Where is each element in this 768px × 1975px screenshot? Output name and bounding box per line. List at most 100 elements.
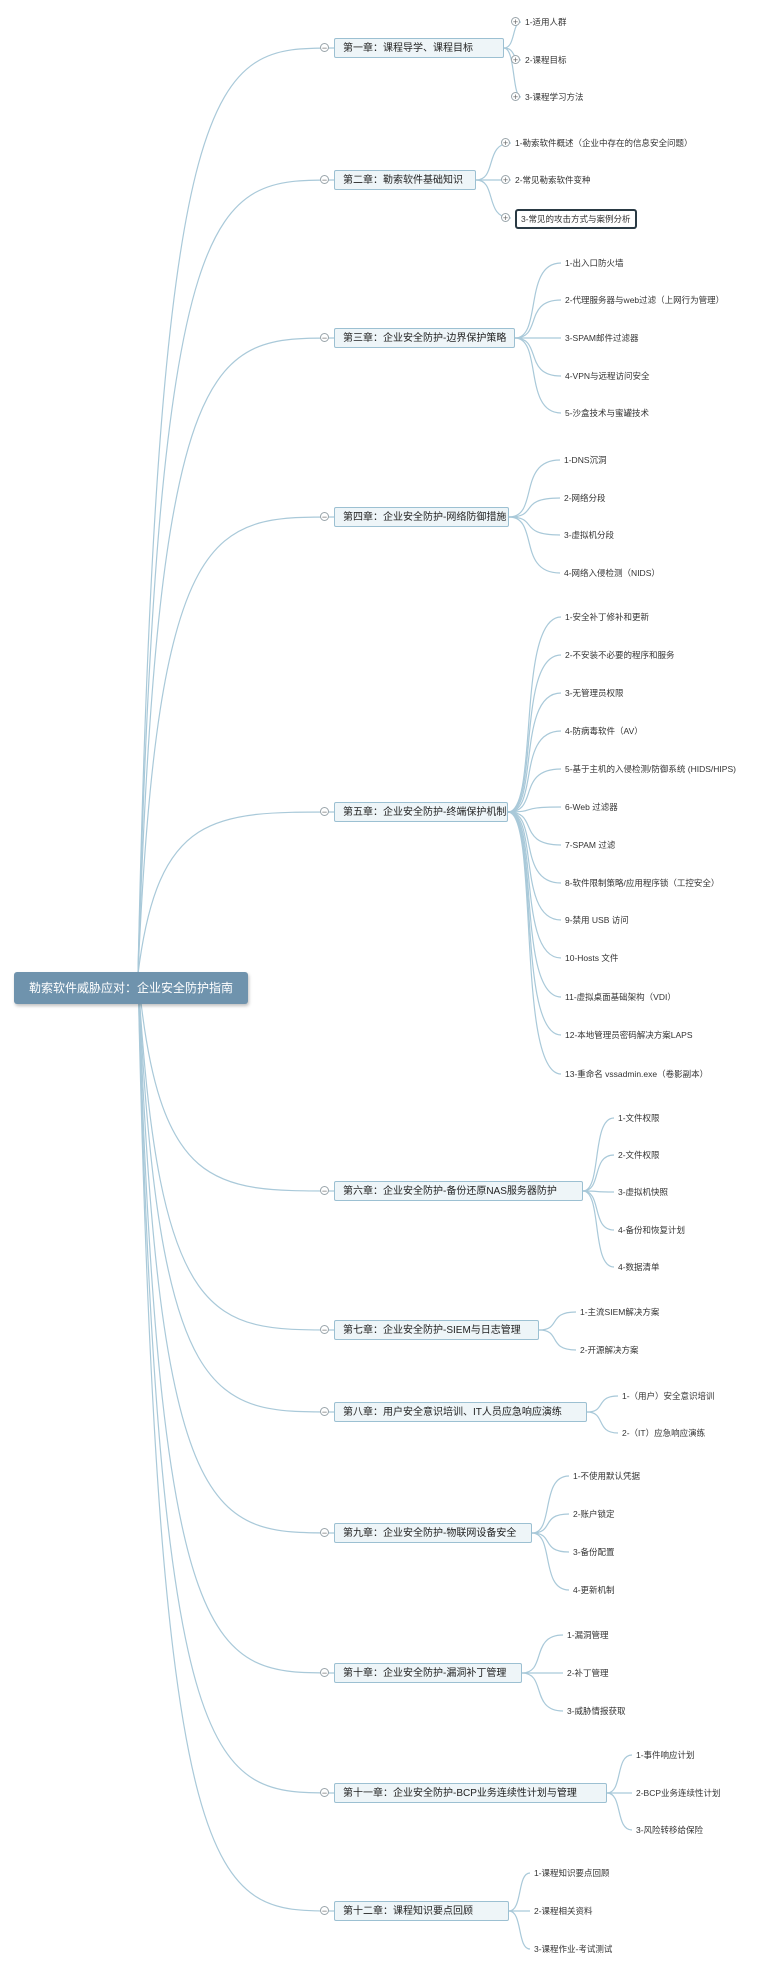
collapse-toggle-icon[interactable]: − xyxy=(320,175,329,185)
chapter-topic[interactable]: 第五章：企业安全防护-终端保护机制 xyxy=(334,802,508,822)
chapter-connector xyxy=(137,47,335,975)
chapter-connector xyxy=(137,973,335,1331)
item-connector xyxy=(508,516,561,536)
collapse-toggle-icon[interactable]: − xyxy=(320,43,329,53)
subtopic-item[interactable]: 2-网络分段 xyxy=(564,493,606,503)
collapse-toggle-icon[interactable]: − xyxy=(320,1906,329,1916)
chapter-topic[interactable]: 第三章：企业安全防护-边界保护策略 xyxy=(334,328,515,348)
chapter-topic[interactable]: 第六章：企业安全防护-备份还原NAS服务器防护 xyxy=(334,1181,583,1201)
subtopic-item[interactable]: 13-重命名 vssadmin.exe（卷影副本） xyxy=(565,1069,709,1079)
item-connector xyxy=(531,1532,570,1553)
chapter-topic[interactable]: 第一章：课程导学、课程目标 xyxy=(334,38,504,58)
subtopic-item[interactable]: 3-无管理员权限 xyxy=(565,688,624,698)
subtopic-item[interactable]: 1-勒索软件概述（企业中存在的信息安全问题） xyxy=(515,138,693,148)
subtopic-item[interactable]: 1-不使用默认凭据 xyxy=(573,1471,641,1481)
subtopic-item[interactable]: 3-风险转移给保险 xyxy=(636,1825,704,1835)
subtopic-item[interactable]: 1-事件响应计划 xyxy=(636,1750,695,1760)
subtopic-item[interactable]: 2-（IT）应急响应演练 xyxy=(622,1428,706,1438)
item-connector xyxy=(582,1190,615,1193)
subtopic-item[interactable]: 3-虚拟机快照 xyxy=(618,1187,669,1197)
collapse-toggle-icon[interactable]: − xyxy=(320,512,329,522)
chapter-topic[interactable]: 第九章：企业安全防护-物联网设备安全 xyxy=(334,1523,532,1543)
subtopic-item[interactable]: 3-备份配置 xyxy=(573,1547,615,1557)
subtopic-item[interactable]: 6-Web 过滤器 xyxy=(565,802,618,812)
subtopic-item[interactable]: 1-（用户）安全意识培训 xyxy=(622,1391,715,1401)
item-connector xyxy=(507,768,562,813)
subtopic-item[interactable]: 1-课程知识要点回顾 xyxy=(534,1868,610,1878)
subtopic-item[interactable]: 12-本地管理员密码解决方案LAPS xyxy=(565,1030,693,1040)
expand-toggle-icon[interactable]: + xyxy=(501,213,510,223)
item-connector xyxy=(582,1117,615,1192)
item-connector xyxy=(531,1532,570,1591)
expand-toggle-icon[interactable]: + xyxy=(501,138,510,148)
item-connector xyxy=(582,1190,615,1268)
subtopic-item[interactable]: 4-更新机制 xyxy=(573,1585,615,1595)
subtopic-item[interactable]: 1-DNS沉洞 xyxy=(564,455,607,465)
collapse-toggle-icon[interactable]: − xyxy=(320,1788,329,1798)
expand-toggle-icon[interactable]: + xyxy=(511,55,520,65)
subtopic-item[interactable]: 3-SPAM邮件过滤器 xyxy=(565,333,639,343)
root-topic[interactable]: 勒索软件威胁应对：企业安全防护指南 xyxy=(14,972,248,1004)
chapter-topic[interactable]: 第八章：用户安全意识培训、IT人员应急响应演练 xyxy=(334,1402,587,1422)
subtopic-item[interactable]: 4-数据清单 xyxy=(618,1262,660,1272)
item-connector xyxy=(507,692,562,813)
subtopic-item[interactable]: 10-Hosts 文件 xyxy=(565,953,619,963)
subtopic-item[interactable]: 1-安全补丁修补和更新 xyxy=(565,612,650,622)
expand-toggle-icon[interactable]: + xyxy=(511,92,520,102)
item-connector xyxy=(507,811,562,884)
subtopic-item[interactable]: 7-SPAM 过滤 xyxy=(565,840,616,850)
item-connector xyxy=(514,262,562,339)
subtopic-item[interactable]: 3-威胁情报获取 xyxy=(567,1706,626,1716)
expand-toggle-icon[interactable]: + xyxy=(501,175,510,185)
item-connector xyxy=(507,616,562,813)
subtopic-item[interactable]: 3-课程作业-考试测试 xyxy=(534,1944,613,1954)
item-connector xyxy=(521,1672,564,1712)
chapter-topic[interactable]: 第七章：企业安全防护-SIEM与日志管理 xyxy=(334,1320,539,1340)
subtopic-item[interactable]: 2-开源解决方案 xyxy=(580,1345,639,1355)
chapter-topic[interactable]: 第十二章：课程知识要点回顾 xyxy=(334,1901,509,1921)
collapse-toggle-icon[interactable]: − xyxy=(320,333,329,343)
subtopic-item[interactable]: 1-适用人群 xyxy=(525,17,567,27)
subtopic-item[interactable]: 11-虚拟桌面基础架构（VDI） xyxy=(565,992,676,1002)
subtopic-item[interactable]: 4-备份和恢复计划 xyxy=(618,1225,686,1235)
subtopic-item[interactable]: 2-账户锁定 xyxy=(573,1509,615,1519)
expand-toggle-icon[interactable]: + xyxy=(511,17,520,27)
subtopic-item[interactable]: 8-软件限制策略/应用程序锁（工控安全） xyxy=(565,878,720,888)
collapse-toggle-icon[interactable]: − xyxy=(320,1668,329,1678)
subtopic-item[interactable]: 4-防病毒软件（AV） xyxy=(565,726,643,736)
subtopic-item[interactable]: 3-常见的攻击方式与案例分析 xyxy=(515,209,637,229)
item-connector xyxy=(507,811,562,959)
chapter-topic[interactable]: 第四章：企业安全防护-网络防御措施 xyxy=(334,507,509,527)
collapse-toggle-icon[interactable]: − xyxy=(320,1407,329,1417)
collapse-toggle-icon[interactable]: − xyxy=(320,1528,329,1538)
subtopic-item[interactable]: 4-网络入侵检测（NIDS） xyxy=(564,568,660,578)
chapter-connector xyxy=(137,179,335,975)
subtopic-item[interactable]: 2-课程目标 xyxy=(525,55,567,65)
item-connector xyxy=(507,654,562,813)
subtopic-item[interactable]: 5-沙盒技术与蜜罐技术 xyxy=(565,408,650,418)
subtopic-item[interactable]: 2-BCP业务连续性计划 xyxy=(636,1788,721,1798)
item-connector xyxy=(507,811,562,998)
collapse-toggle-icon[interactable]: − xyxy=(320,1325,329,1335)
subtopic-item[interactable]: 3-虚拟机分段 xyxy=(564,530,615,540)
subtopic-item[interactable]: 2-代理服务器与web过滤（上网行为管理） xyxy=(565,295,725,305)
subtopic-item[interactable]: 1-主流SIEM解决方案 xyxy=(580,1307,660,1317)
chapter-topic[interactable]: 第二章：勒索软件基础知识 xyxy=(334,170,476,190)
subtopic-item[interactable]: 1-出入口防火墙 xyxy=(565,258,624,268)
subtopic-item[interactable]: 2-补丁管理 xyxy=(567,1668,609,1678)
subtopic-item[interactable]: 2-课程相关资料 xyxy=(534,1906,593,1916)
subtopic-item[interactable]: 3-课程学习方法 xyxy=(525,92,584,102)
subtopic-item[interactable]: 1-漏洞管理 xyxy=(567,1630,609,1640)
chapter-topic[interactable]: 第十一章：企业安全防护-BCP业务连续性计划与管理 xyxy=(334,1783,607,1803)
collapse-toggle-icon[interactable]: − xyxy=(320,1186,329,1196)
chapter-topic[interactable]: 第十章：企业安全防护-漏洞补丁管理 xyxy=(334,1663,522,1683)
item-connector xyxy=(508,497,561,518)
subtopic-item[interactable]: 1-文件权限 xyxy=(618,1113,660,1123)
subtopic-item[interactable]: 4-VPN与远程访问安全 xyxy=(565,371,650,381)
subtopic-item[interactable]: 2-常见勒索软件变种 xyxy=(515,175,591,185)
subtopic-item[interactable]: 2-文件权限 xyxy=(618,1150,660,1160)
collapse-toggle-icon[interactable]: − xyxy=(320,807,329,817)
subtopic-item[interactable]: 9-禁用 USB 访问 xyxy=(565,915,629,925)
subtopic-item[interactable]: 2-不安装不必要的程序和服务 xyxy=(565,650,675,660)
subtopic-item[interactable]: 5-基于主机的入侵检测/防御系统 (HIDS/HIPS) xyxy=(565,764,736,774)
